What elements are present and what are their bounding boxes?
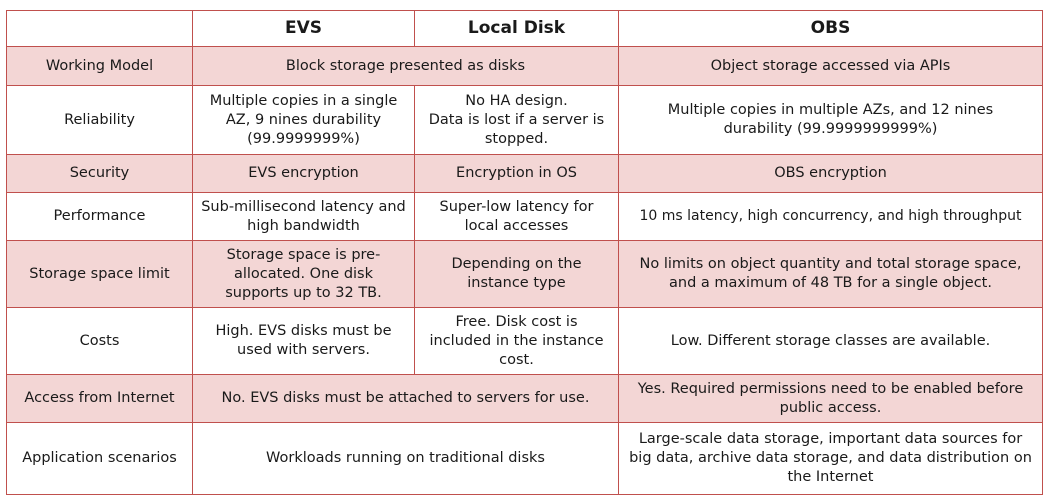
obs-cell: 10 ms latency, high concurrency, and hig… (618, 192, 1043, 241)
table-row: Reliability Multiple copies in a single … (6, 85, 1043, 155)
obs-cell: OBS encryption (618, 154, 1043, 193)
row-label: Security (6, 154, 193, 193)
storage-comparison-table: EVS Local Disk OBS Working Model Block s… (6, 10, 1043, 495)
obs-cell: Object storage accessed via APIs (618, 46, 1043, 86)
row-label: Storage space limit (6, 240, 193, 308)
local-cell: Free. Disk cost is included in the insta… (414, 307, 619, 375)
evs-cell: High. EVS disks must be used with server… (192, 307, 415, 375)
evs-cell: Storage space is pre-allocated. One disk… (192, 240, 415, 308)
obs-cell: No limits on object quantity and total s… (618, 240, 1043, 308)
header-cell-empty (6, 10, 193, 47)
table-row: Application scenarios Workloads running … (6, 422, 1043, 495)
table-row: Storage space limit Storage space is pre… (6, 240, 1043, 308)
header-cell-evs: EVS (192, 10, 415, 47)
local-cell: No HA design. Data is lost if a server i… (414, 85, 619, 155)
row-label: Performance (6, 192, 193, 241)
local-cell: Encryption in OS (414, 154, 619, 193)
obs-cell: Yes. Required permissions need to be ena… (618, 374, 1043, 423)
local-cell: Super-low latency for local accesses (414, 192, 619, 241)
row-label: Costs (6, 307, 193, 375)
table-row: Working Model Block storage presented as… (6, 46, 1043, 86)
local-cell: Depending on the instance type (414, 240, 619, 308)
table-row: Security EVS encryption Encryption in OS… (6, 154, 1043, 193)
header-cell-local-disk: Local Disk (414, 10, 619, 47)
table-row: Performance Sub-millisecond latency and … (6, 192, 1043, 241)
obs-cell: Large-scale data storage, important data… (618, 422, 1043, 495)
header-row: EVS Local Disk OBS (6, 10, 1043, 47)
evs-local-cell: No. EVS disks must be attached to server… (192, 374, 619, 423)
obs-cell: Multiple copies in multiple AZs, and 12 … (618, 85, 1043, 155)
obs-cell: Low. Different storage classes are avail… (618, 307, 1043, 375)
evs-local-cell: Block storage presented as disks (192, 46, 619, 86)
row-label: Reliability (6, 85, 193, 155)
row-label: Access from Internet (6, 374, 193, 423)
table-row: Access from Internet No. EVS disks must … (6, 374, 1043, 423)
evs-cell: EVS encryption (192, 154, 415, 193)
evs-cell: Sub-millisecond latency and high bandwid… (192, 192, 415, 241)
table-row: Costs High. EVS disks must be used with … (6, 307, 1043, 375)
row-label: Application scenarios (6, 422, 193, 495)
header-cell-obs: OBS (618, 10, 1043, 47)
evs-cell: Multiple copies in a single AZ, 9 nines … (192, 85, 415, 155)
row-label: Working Model (6, 46, 193, 86)
evs-local-cell: Workloads running on traditional disks (192, 422, 619, 495)
